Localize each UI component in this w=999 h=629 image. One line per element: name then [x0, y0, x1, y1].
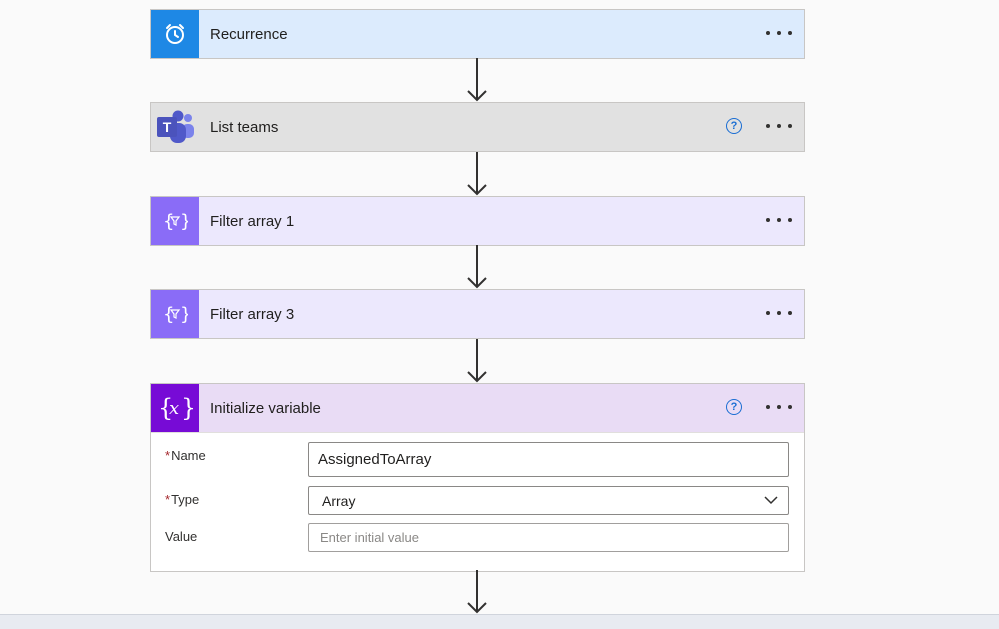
svg-text:{: {: [163, 304, 174, 325]
more-options-button[interactable]: [766, 305, 792, 321]
name-label-text: Name: [171, 448, 206, 463]
type-label-text: Type: [171, 492, 200, 507]
chevron-down-icon: [764, 496, 778, 505]
step-card-list-teams[interactable]: T List teams ?: [150, 102, 805, 152]
step-parameters: *Name AssignedToArray *Type Array Value …: [151, 432, 804, 571]
filter-array-icon: { }: [151, 290, 199, 338]
svg-text:{: {: [163, 211, 174, 232]
bottom-bar: [0, 614, 999, 629]
step-header-filter-array-1[interactable]: { } Filter array 1: [151, 197, 804, 245]
step-card-filter-array-1[interactable]: { } Filter array 1: [150, 196, 805, 246]
name-label: *Name: [165, 448, 206, 463]
required-marker: *: [165, 448, 171, 463]
flow-arrow: [467, 58, 487, 102]
more-options-button[interactable]: [766, 25, 792, 41]
svg-text:{: {: [158, 394, 173, 422]
teams-icon: T: [151, 103, 199, 151]
svg-text:x: x: [169, 398, 179, 419]
step-header-filter-array-3[interactable]: { } Filter array 3: [151, 290, 804, 338]
step-title: List teams: [210, 118, 279, 136]
variable-name-value: AssignedToArray: [318, 451, 432, 468]
step-card-filter-array-3[interactable]: { } Filter array 3: [150, 289, 805, 339]
alarm-clock-icon: [151, 10, 199, 58]
variable-value-input[interactable]: Enter initial value: [308, 523, 789, 552]
variable-icon: { x }: [151, 384, 199, 432]
svg-text:T: T: [163, 119, 172, 135]
svg-text:}: }: [180, 304, 188, 325]
step-title: Recurrence: [210, 25, 288, 43]
flow-arrow: [467, 245, 487, 289]
more-options-button[interactable]: [766, 399, 792, 415]
step-title: Filter array 3: [210, 305, 295, 323]
step-card-recurrence[interactable]: Recurrence: [150, 9, 805, 59]
help-icon[interactable]: ?: [726, 399, 742, 415]
required-marker: *: [165, 492, 171, 507]
variable-type-value: Array: [322, 492, 356, 509]
more-options-button[interactable]: [766, 118, 792, 134]
help-icon[interactable]: ?: [726, 118, 742, 134]
step-header-recurrence[interactable]: Recurrence: [151, 10, 804, 58]
step-header-initialize-variable[interactable]: { x } Initialize variable ?: [151, 384, 804, 432]
flow-arrow: [467, 570, 487, 614]
more-options-button[interactable]: [766, 212, 792, 228]
variable-value-placeholder: Enter initial value: [320, 530, 419, 545]
step-title: Filter array 1: [210, 212, 295, 230]
svg-text:}: }: [181, 394, 193, 422]
step-header-list-teams[interactable]: T List teams ?: [151, 103, 804, 151]
type-label: *Type: [165, 492, 199, 507]
variable-type-dropdown[interactable]: Array: [308, 486, 789, 515]
flow-arrow: [467, 339, 487, 383]
svg-text:}: }: [180, 211, 188, 232]
flow-arrow: [467, 152, 487, 196]
variable-name-input[interactable]: AssignedToArray: [308, 442, 789, 477]
step-title: Initialize variable: [210, 399, 321, 417]
step-card-initialize-variable[interactable]: { x } Initialize variable ? *Name Assign…: [150, 383, 805, 572]
value-label: Value: [165, 529, 198, 544]
filter-array-icon: { }: [151, 197, 199, 245]
